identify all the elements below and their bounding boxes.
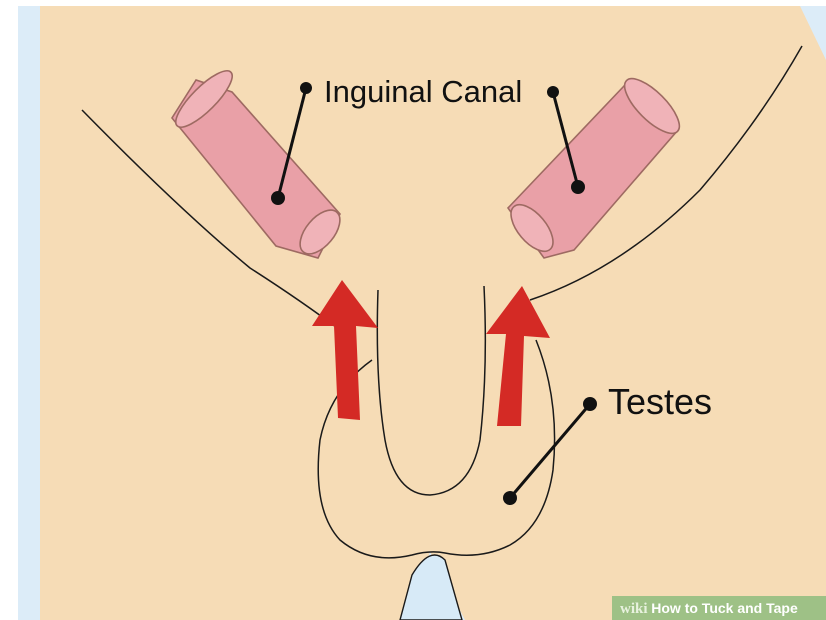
inguinal-canal-label: Inguinal Canal [324,74,522,109]
wikihow-watermark: wiki How to Tuck and Tape [612,596,826,620]
watermark-brand: wiki [620,601,648,617]
testes-label: Testes [608,381,712,422]
watermark-title: How to Tuck and Tape [651,600,798,616]
